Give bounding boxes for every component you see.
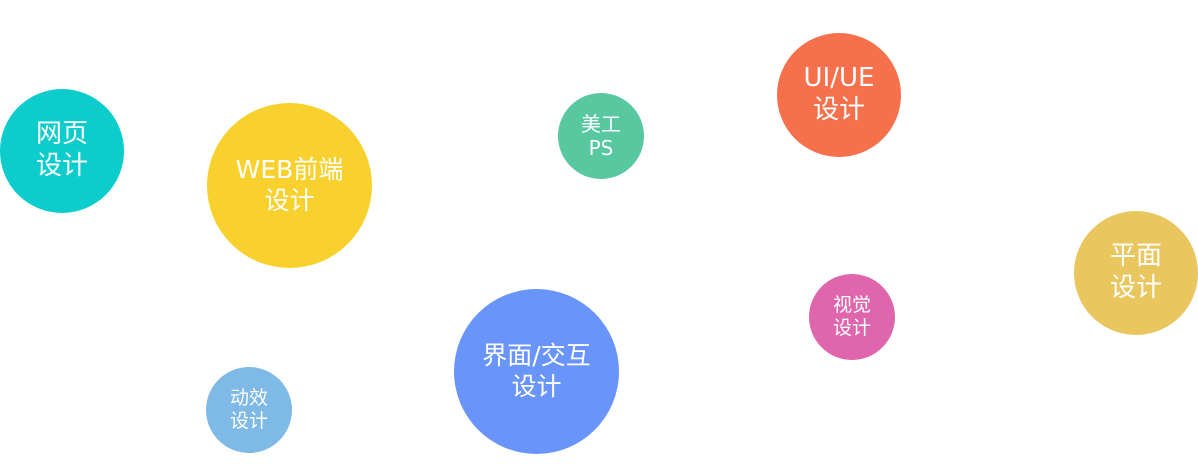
bubble-label-line1: 动效 (229, 386, 268, 409)
bubble-label-line2: 设计 (812, 95, 865, 125)
web-page-design-bubble[interactable]: 网页 设计 (0, 89, 124, 213)
bubble-label-line2: 设计 (511, 371, 562, 401)
bubble-label-line1: 界面/交互 (482, 341, 591, 370)
bubble-label-line1: 美工 (581, 111, 621, 136)
bubble-label-line1: 平面 (1109, 241, 1162, 272)
art-ps-bubble[interactable]: 美工 PS (558, 93, 644, 179)
bubble-label-line2: 设计 (35, 151, 88, 181)
motion-design-bubble[interactable]: 动效 设计 (206, 367, 292, 453)
bubble-label-line2: 设计 (1109, 273, 1162, 303)
bubble-label-line2: 设计 (229, 410, 268, 432)
bubble-label-line1: WEB前端 (235, 155, 344, 184)
bubble-label-line2: 设计 (264, 185, 315, 215)
web-frontend-design-bubble[interactable]: WEB前端 设计 (207, 103, 372, 268)
bubble-label-line2: 设计 (832, 317, 871, 339)
bubble-label-line1: 网页 (35, 119, 88, 150)
visual-design-bubble[interactable]: 视觉 设计 (809, 274, 895, 360)
ui-ue-design-bubble[interactable]: UI/UE 设计 (777, 33, 901, 157)
bubble-label-line1: UI/UE (803, 63, 875, 94)
bubble-label-line1: 视觉 (832, 293, 871, 316)
graphic-design-bubble[interactable]: 平面 设计 (1074, 211, 1198, 335)
bubble-label-line2: PS (588, 136, 614, 160)
interface-interaction-design-bubble[interactable]: 界面/交互 设计 (454, 289, 619, 454)
